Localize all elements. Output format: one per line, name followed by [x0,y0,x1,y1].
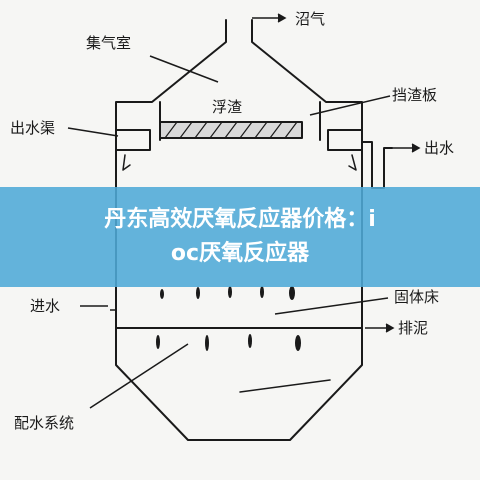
outlet-pipe [361,141,393,189]
distribution-system-label: 配水系统 [14,414,74,432]
right-channel [327,129,363,151]
gas-chamber-label: 集气室 [86,34,131,52]
banner-line-1: 丹东高效厌氧反应器价格：i [104,207,376,232]
biogas-label: 沼气 [295,10,325,28]
effluent-channel-label: 出水渠 [10,119,55,137]
effluent-label: 出水 [424,139,454,157]
reactor-wall [115,19,363,441]
sludge-particles [156,286,301,351]
sludge-bed-label: 固体床 [394,288,439,306]
banner-line-2: oc厌氧反应器 [170,241,310,266]
baffle-label: 挡渣板 [392,86,437,104]
title-banner: 丹东高效厌氧反应器价格：i oc厌氧反应器 [0,187,480,287]
influent-label: 进水 [30,297,60,315]
left-channel [115,129,151,151]
sludge-discharge-label: 排泥 [398,319,428,337]
scum-label: 浮渣 [212,98,242,116]
